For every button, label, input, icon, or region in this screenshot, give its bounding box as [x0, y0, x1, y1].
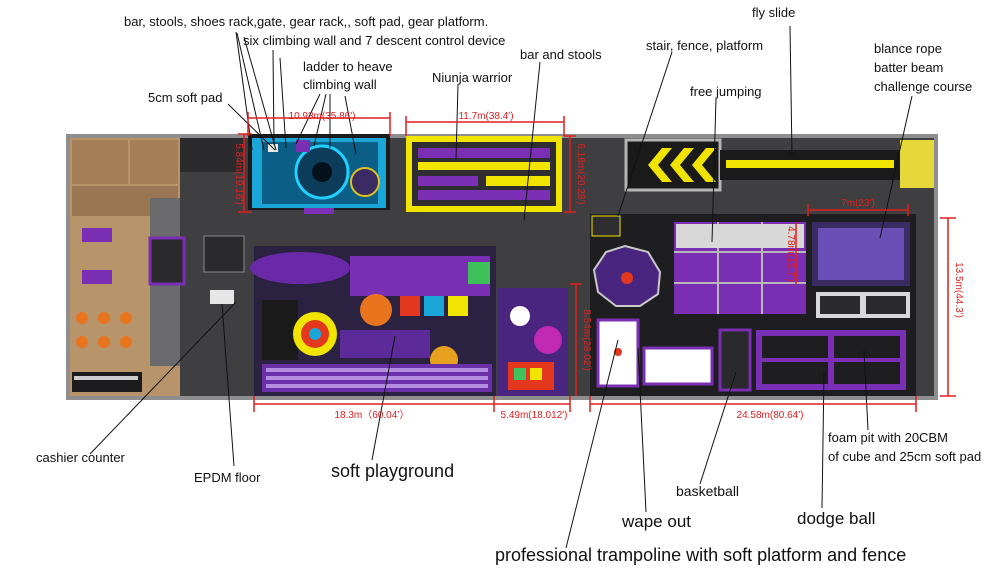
dim-toddler-width: 5.49m(18.012') [501, 410, 568, 421]
label-six-climbing-wall: six climbing wall and 7 descent control … [243, 33, 506, 48]
label-challenge-course: challenge course [874, 79, 973, 94]
dim-ninja-width: 11.7m(38.4') [458, 111, 513, 122]
label-dodge-ball: dodge ball [797, 509, 876, 528]
label-professional-trampoline: professional trampoline with soft platfo… [495, 545, 907, 565]
cashier-counter-desk [72, 372, 142, 392]
dim-free-jump-height: 4.78m(15.7') [785, 226, 796, 282]
basketball-court [718, 328, 752, 392]
dim-total-height: 13.5m(44.3') [953, 262, 964, 318]
label-cashier-counter: cashier counter [36, 450, 125, 465]
label-blance-rope: blance rope [874, 41, 942, 56]
label-ladder-to-heave: ladder to heave [303, 59, 393, 74]
stair-platform [591, 215, 621, 237]
cafe-seating [76, 312, 132, 348]
bench [82, 228, 112, 242]
dim-challenge-width: 7m(23') [841, 198, 875, 209]
label-ninja-warrior: Niunja warrior [432, 70, 513, 85]
dim-toddler-height: 8.54m(28.02') [581, 309, 592, 370]
dim-climbing-width: 10.93m(35.86') [289, 111, 356, 122]
label-climbing-wall: climbing wall [303, 77, 377, 92]
label-free-jumping: free jumping [690, 84, 762, 99]
label-stair-fence-platform: stair, fence, platform [646, 38, 764, 53]
label-batter-beam: batter beam [874, 60, 944, 75]
label-foam-pit-line2: of cube and 25cm soft pad [828, 449, 982, 464]
label-soft-pad: 5cm soft pad [148, 90, 223, 105]
dim-ninja-height: 6.18m(20.28') [575, 143, 586, 204]
gear-rack [148, 236, 186, 286]
dim-climbing-height: 5.84m(19.16') [233, 143, 244, 204]
label-epdm-floor: EPDM floor [194, 470, 261, 485]
dimension-lines [238, 112, 956, 412]
label-foam-pit-line1: foam pit with 20CBM [828, 430, 948, 445]
label-basketball: basketball [676, 483, 740, 499]
leader-lines [89, 25, 913, 549]
label-fly-slide: fly slide [752, 5, 796, 20]
bench [82, 270, 112, 284]
dim-trampoline-width: 24.58m(80.64') [737, 410, 804, 421]
label-wape-out: wape out [622, 512, 691, 531]
dim-soft-play-width: 18.3m（60.04’） [334, 409, 409, 421]
label-bar-stools-gear: bar, stools, shoes rack,gate, gear rack,… [124, 14, 489, 29]
label-bar-and-stools: bar and stools [520, 47, 602, 62]
label-soft-playground: soft playground [331, 461, 455, 481]
blimp [250, 252, 350, 284]
